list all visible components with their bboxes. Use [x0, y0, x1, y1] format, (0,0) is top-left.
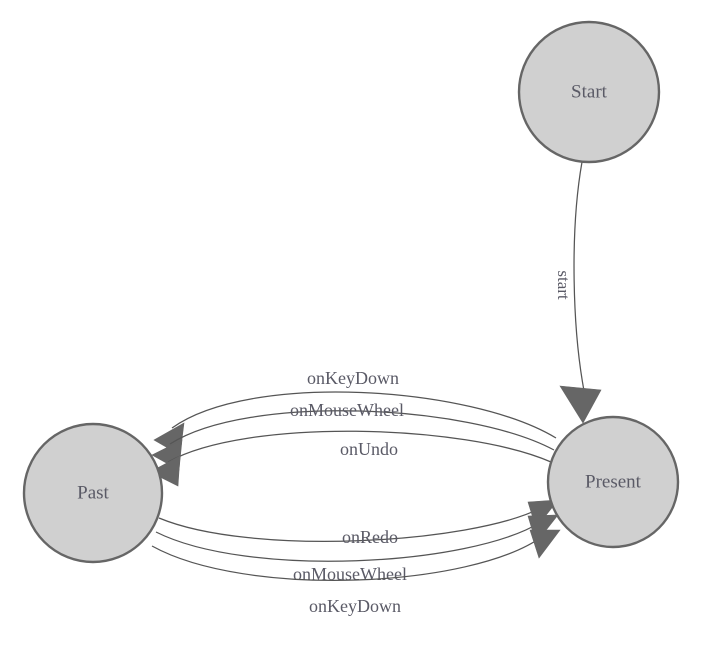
edge-onmousewheel-redo[interactable]: onMouseWheel	[155, 514, 559, 584]
edge-onmousewheel-undo-label: onMouseWheel	[290, 400, 404, 420]
edge-onkeydown-redo[interactable]: onKeyDown	[151, 529, 561, 616]
edge-onundo[interactable]: onUndo	[149, 430, 552, 487]
edge-onredo-label: onRedo	[342, 527, 398, 547]
node-start-circle	[517, 20, 661, 164]
edge-onkeydown-redo-path	[151, 535, 544, 581]
edge-onmousewheel-redo-path	[155, 521, 542, 562]
edge-onundo-path	[167, 430, 552, 463]
node-present-label: Present	[585, 472, 642, 493]
edge-start-arrowhead	[559, 385, 602, 424]
node-present[interactable]: Present	[546, 415, 680, 549]
node-past-label: Past	[77, 483, 109, 504]
edge-onkeydown-redo-label: onKeyDown	[309, 596, 401, 616]
node-past-circle	[22, 422, 164, 564]
edge-onmousewheel-undo-path	[169, 410, 555, 451]
edge-onundo-label: onUndo	[340, 439, 398, 459]
edge-start-label: start	[554, 270, 573, 300]
edge-group: start onKeyDown onMouseWheel onUndo	[149, 161, 602, 616]
edge-start-path	[573, 161, 586, 397]
node-past[interactable]: Past	[22, 422, 164, 564]
edge-onkeydown-undo-label: onKeyDown	[307, 368, 399, 388]
edge-onundo-arrowhead	[149, 455, 181, 487]
edge-onmousewheel-undo[interactable]: onMouseWheel	[151, 400, 555, 471]
edge-onkeydown-undo-path	[171, 391, 557, 439]
node-present-circle	[546, 415, 680, 549]
node-start[interactable]: Start	[517, 20, 661, 164]
edge-start[interactable]: start	[554, 161, 602, 424]
node-start-label: Start	[571, 82, 608, 103]
node-group: Start Past Present	[22, 20, 680, 564]
edge-onkeydown-redo-arrowhead	[529, 529, 561, 559]
edge-onredo-path	[158, 507, 542, 542]
edge-onmousewheel-redo-label: onMouseWheel	[293, 564, 407, 584]
